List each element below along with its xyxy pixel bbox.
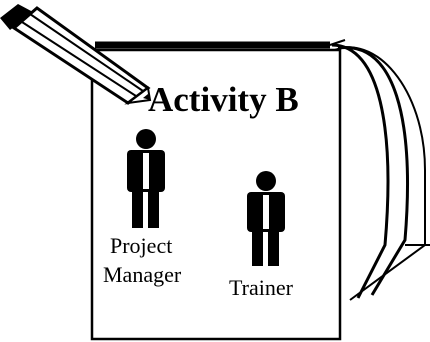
pencil-icon: [0, 4, 152, 105]
person-icon: [247, 171, 285, 266]
role-label-project: Project: [110, 233, 173, 258]
person-icon: [127, 129, 165, 228]
activity-title: Activity B: [148, 80, 299, 119]
role-label-trainer: Trainer: [229, 275, 293, 300]
role-label-manager: Manager: [103, 262, 182, 287]
